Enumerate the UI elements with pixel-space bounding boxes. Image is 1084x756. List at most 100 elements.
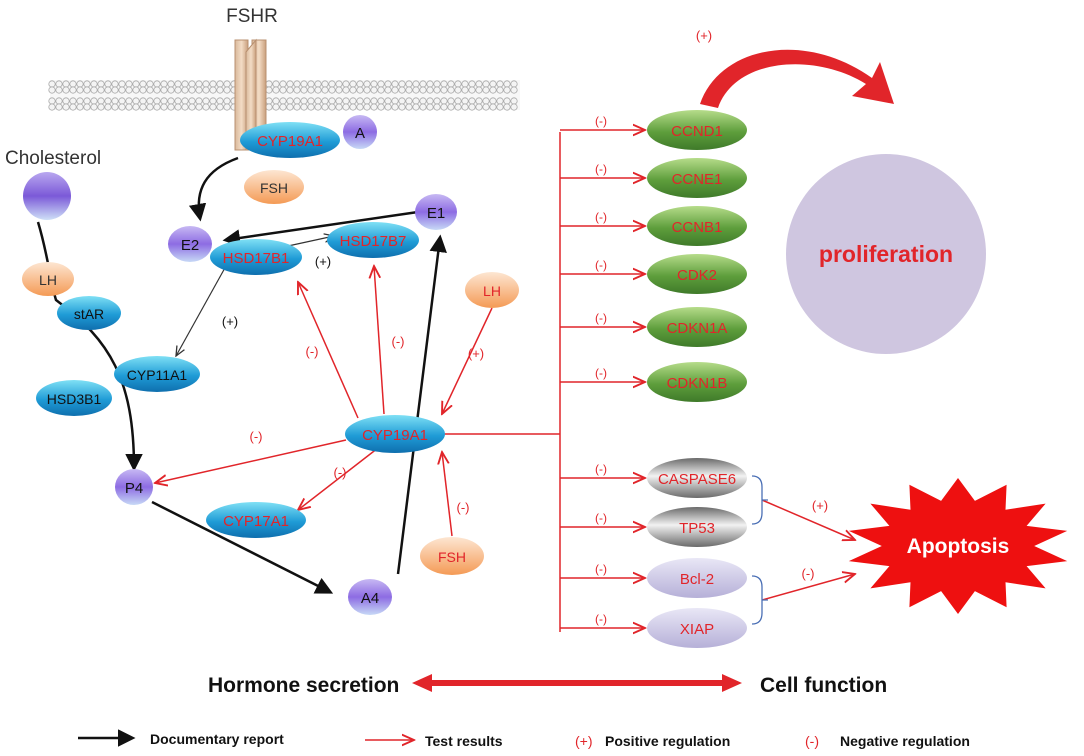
legend-positive: Positive regulation — [605, 733, 730, 749]
node-label: CYP11A1 — [127, 367, 188, 383]
branch-sign: (-) — [595, 612, 607, 626]
node-label: FSH — [438, 549, 466, 565]
branch-sign: (-) — [595, 258, 607, 272]
gene-label: CDKN1B — [667, 375, 728, 392]
proliferation-circle — [786, 154, 986, 354]
legend-documentary: Documentary report — [150, 731, 284, 747]
arrow-cyp19a1-p4 — [155, 439, 347, 483]
node-label: stAR — [74, 306, 104, 322]
gene-label: TP53 — [679, 520, 715, 537]
arrow-cyp19a1-hsd17b7 — [374, 266, 385, 415]
gene-label: XIAP — [680, 621, 714, 638]
gene-cdkn1b: CDKN1B — [647, 362, 747, 402]
node-fsh-top: FSH — [244, 170, 304, 204]
node-e2: E2 — [168, 226, 212, 262]
branch-sign: (-) — [595, 511, 607, 525]
arrow-cyp19a1-hsd17b1 — [298, 282, 359, 419]
legend-negative: Negative regulation — [840, 733, 970, 749]
node-label: CYP19A1 — [257, 133, 323, 150]
branch-sign: (-) — [595, 162, 607, 176]
documentary-arrows — [36, 156, 447, 594]
node-fsh-bottom: FSH — [420, 537, 484, 575]
node-cyp11a1: CYP11A1 — [114, 356, 200, 392]
gene-xiap: XIAP — [647, 608, 747, 648]
arrow-p4-to-a4 — [151, 500, 334, 594]
node-hsd17b1: HSD17B1 — [210, 239, 302, 275]
node-label: E2 — [181, 237, 199, 254]
gene-ccnb1: CCNB1 — [647, 206, 747, 246]
node-label: A4 — [361, 590, 379, 607]
legend-test: Test results — [425, 733, 503, 749]
bottom-double-arrow — [412, 674, 742, 692]
arrow-cyp19a1-to-e2 — [188, 156, 239, 222]
node-label: FSH — [260, 180, 288, 196]
node-hsd3b1: HSD3B1 — [36, 380, 112, 416]
cell-function-label: Cell function — [760, 674, 887, 697]
gene-tp53: TP53 — [647, 507, 747, 547]
legend: Documentary report Test results (+) Posi… — [78, 729, 970, 749]
thin-arrows — [176, 236, 334, 356]
node-a4: A4 — [348, 579, 392, 615]
gene-label: CCNE1 — [672, 171, 723, 188]
gene-label: CCND1 — [671, 123, 723, 140]
node-a: A — [343, 115, 377, 149]
cholesterol-label: Cholesterol — [5, 148, 101, 169]
node-cyp17a1: CYP17A1 — [206, 502, 306, 538]
sign-neg: (-) — [306, 344, 319, 359]
gene-caspase6: CASPASE6 — [647, 458, 747, 498]
node-label: LH — [483, 283, 501, 299]
gene-label: CASPASE6 — [658, 471, 736, 488]
node-label: HSD17B1 — [223, 250, 290, 267]
sign-pos: (+) — [468, 346, 484, 361]
branch-sign: (-) — [595, 366, 607, 380]
arrow-cyp19a1-cyp17a1 — [298, 447, 379, 510]
arrow-hsd17b1-to-cyp11a1 — [176, 265, 227, 356]
node-label: P4 — [125, 480, 143, 497]
gene-label: CDKN1A — [667, 320, 728, 337]
gene-brackets — [751, 475, 768, 625]
arrow-e1-to-e2 — [222, 210, 419, 247]
apoptosis-starburst — [848, 478, 1068, 614]
node-star: stAR — [57, 296, 121, 330]
arrow-hsd17b1-to-hsd17b7 — [287, 236, 334, 247]
node-label: A — [355, 125, 365, 142]
gene-label: CCNB1 — [672, 219, 723, 236]
gene-ccne1: CCNE1 — [647, 158, 747, 198]
node-label: CYP19A1 — [362, 427, 428, 444]
gene-label: Bcl-2 — [680, 571, 714, 588]
gene-cdk2: CDK2 — [647, 254, 747, 294]
gene-ccnd1: CCND1 — [647, 110, 747, 150]
gene-bcl2: Bcl-2 — [647, 558, 747, 598]
arrow-lh-cyp19a1 — [442, 307, 493, 414]
arrow-cholesterol-to-p4 — [36, 221, 143, 472]
branch-sign: (-) — [595, 462, 607, 476]
arrow-fsh-cyp19a1 — [442, 452, 453, 537]
node-lh-left: LH — [22, 262, 74, 296]
sign-pos: (+) — [812, 498, 828, 513]
branch-sign: (-) — [595, 210, 607, 224]
ccnd1-to-proliferation-arrow — [700, 49, 894, 108]
apoptosis-label: Apoptosis — [907, 535, 1010, 558]
sign-pos: (+) — [222, 314, 238, 329]
node-label: E1 — [427, 205, 445, 222]
arrow-anti-apoptotic — [761, 574, 855, 601]
sign-neg: (-) — [392, 334, 405, 349]
test-result-arrows — [155, 130, 855, 632]
sign-pos: (+) — [696, 28, 712, 43]
node-cyp19a1-center: CYP19A1 — [345, 415, 445, 453]
fshr-receptor — [234, 38, 267, 151]
branch-sign: (-) — [595, 114, 607, 128]
arrow-a4-to-e1 — [396, 234, 447, 575]
arrow-pro-apoptotic — [761, 499, 855, 540]
node-label: CYP17A1 — [223, 513, 289, 530]
legend-neg-sign: (-) — [805, 733, 819, 749]
sign-neg: (-) — [250, 429, 263, 444]
node-lh-right: LH — [465, 272, 519, 308]
node-p4: P4 — [115, 469, 153, 505]
cell-membrane — [48, 80, 520, 111]
gene-cdkn1a: CDKN1A — [647, 307, 747, 347]
node-label: HSD3B1 — [47, 391, 102, 407]
node-e1: E1 — [415, 194, 457, 230]
branch-sign: (-) — [595, 562, 607, 576]
